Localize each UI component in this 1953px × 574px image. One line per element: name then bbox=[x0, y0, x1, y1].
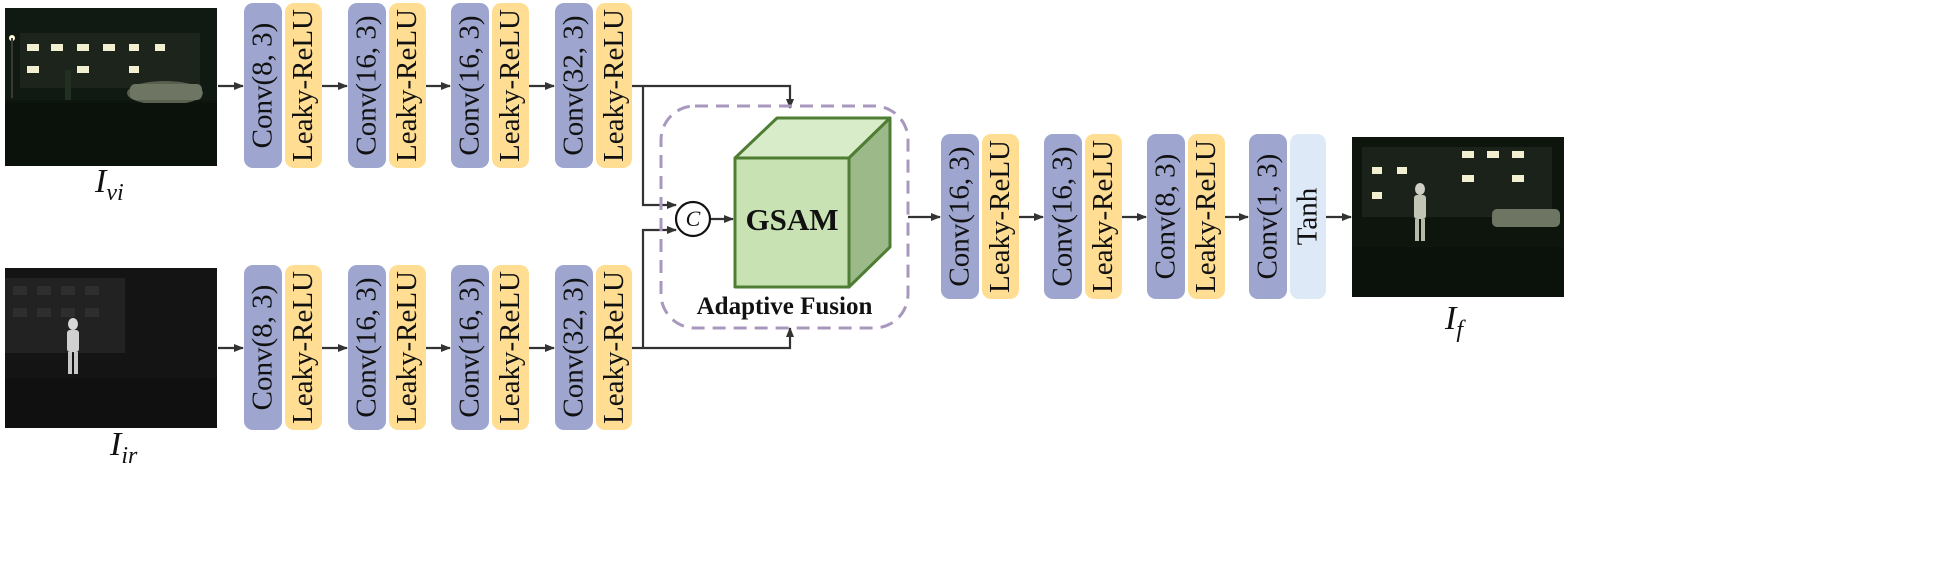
infrared-input-caption: Iir bbox=[110, 426, 137, 470]
caption-sub: f bbox=[1456, 316, 1463, 343]
top-conv-2: Conv(16, 3) bbox=[348, 3, 386, 168]
bottom-act-2: Leaky-ReLU bbox=[389, 265, 426, 430]
caption-main: I bbox=[1445, 300, 1457, 337]
decoder-conv-3: Conv(8, 3) bbox=[1147, 134, 1185, 299]
caption-main: I bbox=[95, 163, 107, 200]
gsam-cube bbox=[733, 116, 892, 289]
concat-node bbox=[674, 200, 712, 238]
top-act-4: Leaky-ReLU bbox=[596, 3, 632, 168]
bottom-conv-1: Conv(8, 3) bbox=[244, 265, 282, 430]
decoder-act-1: Leaky-ReLU bbox=[982, 134, 1019, 299]
decoder-act-2: Leaky-ReLU bbox=[1085, 134, 1122, 299]
top-act-1: Leaky-ReLU bbox=[285, 3, 322, 168]
decoder-conv-2: Conv(16, 3) bbox=[1044, 134, 1082, 299]
decoder-act-3: Leaky-ReLU bbox=[1188, 134, 1225, 299]
visible-scene-illustration bbox=[5, 8, 217, 166]
arrow-top-to-concat bbox=[641, 86, 677, 209]
infrared-input-image bbox=[5, 268, 217, 428]
bottom-act-4: Leaky-ReLU bbox=[596, 265, 632, 430]
top-conv-1: Conv(8, 3) bbox=[244, 3, 282, 168]
gsam-label: GSAM bbox=[745, 202, 839, 237]
bottom-act-3: Leaky-ReLU bbox=[492, 265, 529, 430]
concat-symbol: C bbox=[685, 206, 701, 231]
infrared-scene-illustration bbox=[5, 268, 217, 428]
top-act-2: Leaky-ReLU bbox=[389, 3, 426, 168]
decoder-conv-4: Conv(1, 3) bbox=[1249, 134, 1287, 299]
visible-input-caption: Ivi bbox=[95, 163, 124, 207]
bottom-conv-3: Conv(16, 3) bbox=[451, 265, 489, 430]
decoder-conv-1: Conv(16, 3) bbox=[941, 134, 979, 299]
arrow-top-to-gsam bbox=[632, 84, 794, 109]
fused-scene-illustration bbox=[1352, 137, 1564, 297]
caption-main: I bbox=[110, 426, 122, 463]
arrow-bottom-to-gsam bbox=[632, 327, 794, 350]
arrow-bottom-to-concat bbox=[641, 226, 677, 348]
caption-sub: vi bbox=[106, 179, 124, 206]
fused-output-caption: If bbox=[1445, 300, 1463, 344]
bottom-conv-2: Conv(16, 3) bbox=[348, 265, 386, 430]
caption-sub: ir bbox=[121, 442, 138, 469]
top-act-3: Leaky-ReLU bbox=[492, 3, 529, 168]
bottom-act-1: Leaky-ReLU bbox=[285, 265, 322, 430]
adaptive-fusion-region bbox=[659, 104, 910, 330]
visible-input-image bbox=[5, 8, 217, 166]
adaptive-fusion-label: Adaptive Fusion bbox=[696, 293, 873, 320]
decoder-tanh: Tanh bbox=[1290, 134, 1326, 299]
gsam-cube-front bbox=[733, 156, 851, 289]
bottom-conv-4: Conv(32, 3) bbox=[555, 265, 593, 430]
top-conv-3: Conv(16, 3) bbox=[451, 3, 489, 168]
top-conv-4: Conv(32, 3) bbox=[555, 3, 593, 168]
fused-output-image bbox=[1352, 137, 1564, 297]
